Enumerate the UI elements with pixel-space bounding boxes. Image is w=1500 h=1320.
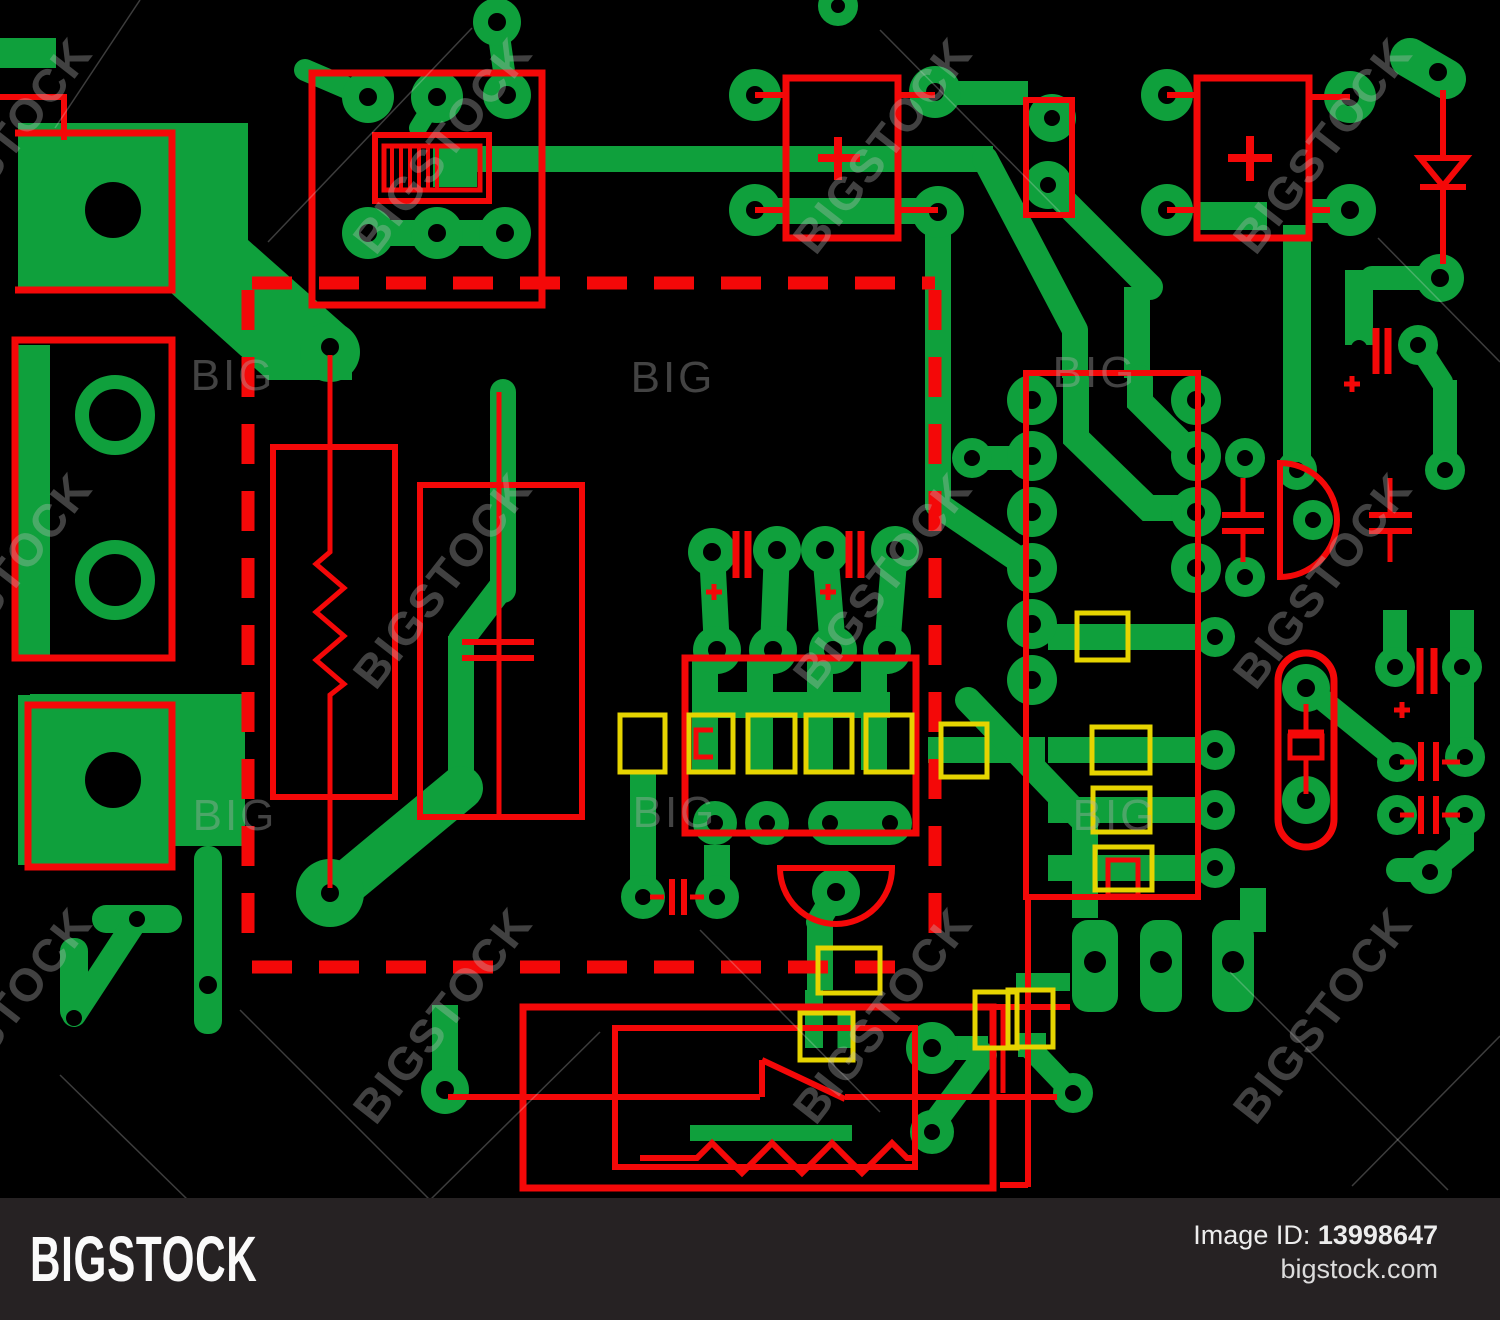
watermark-big-text: BIG [193, 791, 278, 840]
transistor-symbol [1277, 459, 1340, 581]
watermark-big-text: BIG [1073, 791, 1158, 840]
bigstock-logo: BIGSTOCK [30, 1223, 258, 1295]
capacitor-symbol [417, 392, 585, 820]
fuse-box-outline [308, 69, 546, 309]
smd-outlines [617, 610, 1155, 1063]
dashed-boundary [241, 276, 942, 974]
relay-switch-symbol [448, 1003, 1070, 1192]
drill-holes [66, 0, 1473, 1140]
image-meta: Image ID: 13998647 bigstock.com [1193, 1218, 1438, 1286]
pcb-artwork: BIGSTOCK BIGSTOCK BIGSTOCK BIGSTOCK BIGS… [0, 0, 1500, 1200]
capacitor-symbol [1167, 74, 1350, 242]
capacitor-symbol [755, 74, 938, 242]
transistor-symbol [776, 865, 896, 927]
image-id-label: Image ID: [1193, 1220, 1311, 1250]
schematic-overlay [0, 69, 1473, 1192]
website-link: bigstock.com [1280, 1254, 1438, 1284]
footer-bar: BIGSTOCK Image ID: 13998647 bigstock.com [0, 1198, 1500, 1320]
image-id-value: 13998647 [1317, 1220, 1438, 1250]
copper-traces [0, 0, 1485, 1154]
resistor-symbol [270, 355, 398, 888]
watermark-big-text: BIG [631, 353, 716, 402]
watermark-big-text: BIG [1053, 348, 1138, 397]
image-id-line: Image ID: 13998647 [1193, 1218, 1438, 1252]
crystal-symbol [1274, 649, 1338, 851]
diode-symbol [1413, 90, 1473, 264]
watermark-big-text: BIG [191, 351, 276, 400]
watermark-big-text: BIG [633, 788, 718, 837]
